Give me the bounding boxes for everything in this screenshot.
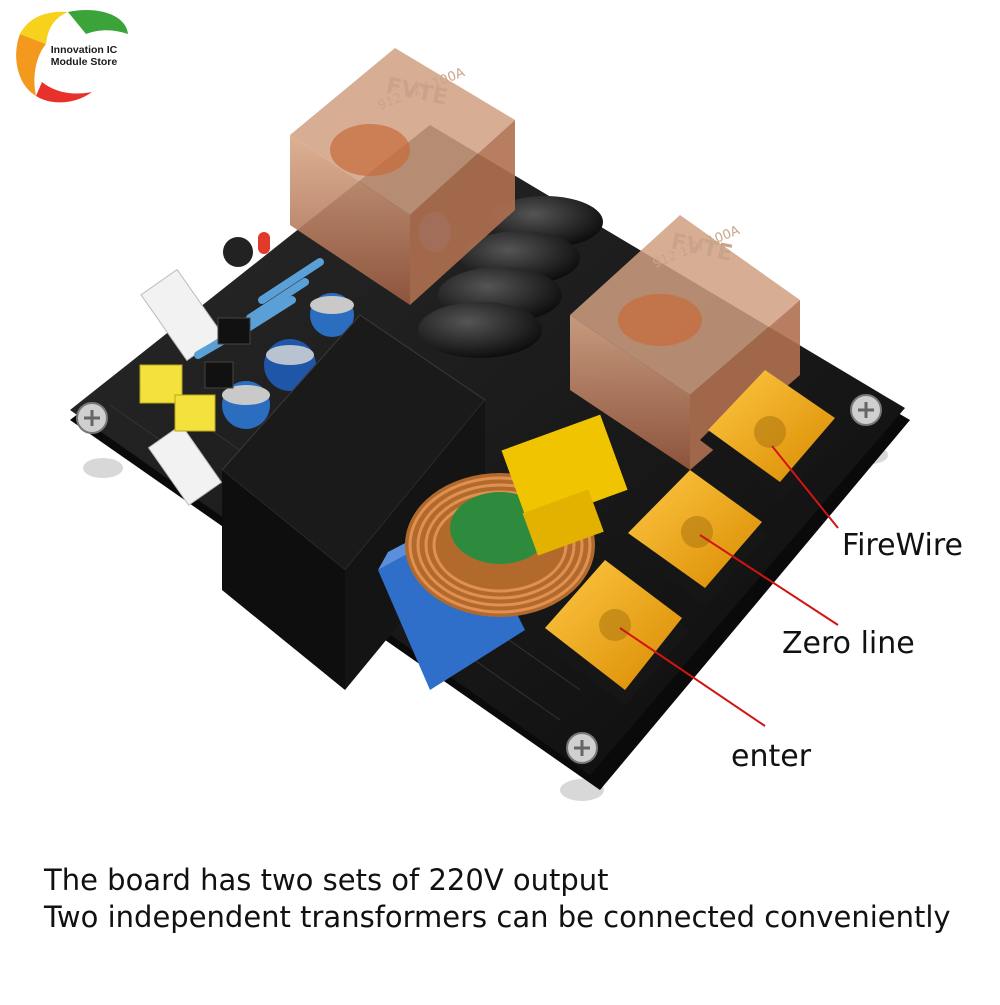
caption-line-1: The board has two sets of 220V output — [44, 863, 609, 897]
mount-screws — [76, 394, 882, 764]
toroid-inductor — [405, 414, 628, 617]
firewire-callout-line — [771, 445, 839, 529]
caption-line-2: Two independent transformers can be conn… — [44, 900, 951, 934]
brand-name-line2: Module Store — [50, 56, 118, 68]
brand-name-line1: Innovation IC — [50, 44, 118, 56]
brand-logo: Innovation IC Module Store — [6, 4, 130, 104]
brand-name: Innovation IC Module Store — [36, 44, 132, 68]
callout-lines — [619, 445, 839, 727]
firewire-label: FireWire — [842, 528, 964, 563]
terminal-block-enter — [535, 560, 690, 705]
zero-line-callout-line — [699, 534, 839, 626]
enter-label: enter — [731, 739, 812, 774]
terminal-block-firewire — [700, 370, 845, 500]
ferrite-chokes — [418, 196, 603, 358]
enter-callout-line — [619, 627, 766, 727]
zero-line-label: Zero line — [782, 626, 915, 661]
brand-logo-mark — [16, 10, 128, 103]
control-circuit — [139, 232, 354, 506]
terminal-block-zero-line — [620, 470, 770, 605]
relay-1: FVTE 912 12V 100A — [290, 48, 515, 305]
